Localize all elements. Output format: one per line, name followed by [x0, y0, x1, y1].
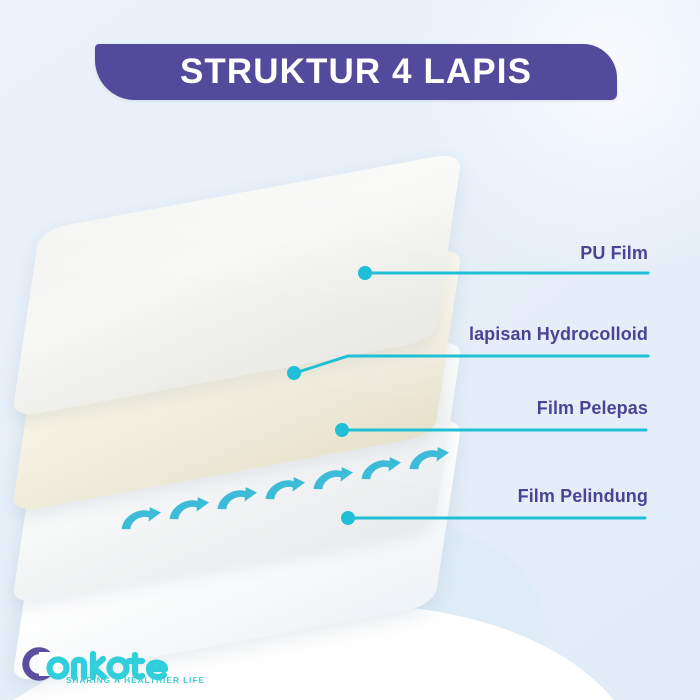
- callout-label-pu-film: PU Film: [580, 243, 648, 263]
- callout-label-release-film: Film Pelepas: [536, 398, 648, 418]
- header-banner: STRUKTUR 4 LAPIS: [95, 44, 617, 100]
- logo-tagline: SHARING A HEALTHIER LIFE: [66, 676, 206, 685]
- callout-label-protective-film: Film Pelindung: [517, 486, 648, 506]
- page-title: STRUKTUR 4 LAPIS: [179, 51, 533, 91]
- brand-logo: SHARING A HEALTHIER LIFE: [18, 643, 204, 691]
- conkote-logo-icon: [22, 647, 169, 681]
- callout-label-hydrocolloid: lapisan Hydrocolloid: [468, 324, 648, 344]
